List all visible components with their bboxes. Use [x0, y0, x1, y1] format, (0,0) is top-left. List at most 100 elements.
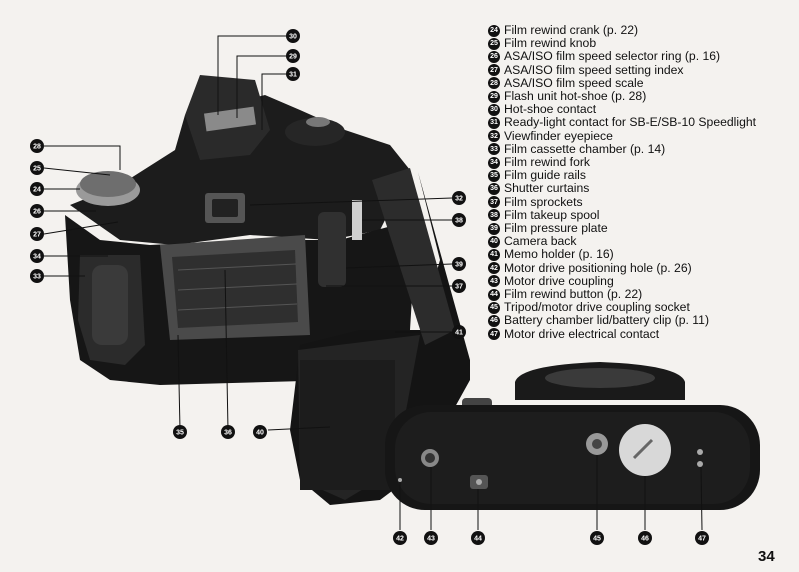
legend-number: 38 — [488, 209, 500, 222]
svg-text:44: 44 — [474, 536, 482, 543]
legend-label: Motor drive positioning hole (p. 26) — [504, 260, 692, 275]
legend-label: Memo holder (p. 16) — [504, 247, 614, 262]
legend-item: 37 Film sprockets — [488, 194, 756, 209]
legend-item: 46 Battery chamber lid/battery clip (p. 1… — [488, 314, 756, 327]
legend-label: Film rewind button (p. 22) — [504, 287, 643, 302]
legend-label: Film rewind fork — [504, 155, 591, 170]
svg-text:24: 24 — [33, 187, 41, 194]
callout-40: 40 — [253, 425, 267, 439]
legend-label: Film cassette chamber (p. 14) — [504, 141, 666, 156]
legend-label: Film pressure plate — [504, 221, 608, 236]
callout-42: 42 — [393, 531, 407, 545]
legend-number: 43 — [488, 275, 500, 288]
legend-item: 33 Film cassette chamber (p. 14) — [488, 141, 756, 156]
svg-text:38: 38 — [455, 218, 463, 225]
callout-39: 39 — [452, 257, 466, 271]
legend-label: Viewfinder eyepiece — [504, 128, 613, 143]
callout-26: 26 — [30, 204, 44, 218]
callout-24: 24 — [30, 182, 44, 196]
svg-text:26: 26 — [33, 209, 41, 216]
svg-text:40: 40 — [256, 430, 264, 437]
svg-text:41: 41 — [455, 330, 463, 337]
callout-46: 46 — [638, 531, 652, 545]
legend-number: 26 — [488, 51, 500, 63]
legend-item: 34 Film rewind fork — [488, 155, 756, 170]
legend-item: 35 Film guide rails — [488, 169, 756, 182]
legend-number: 29 — [488, 90, 500, 103]
svg-text:27: 27 — [33, 232, 41, 239]
legend-number: 47 — [488, 328, 500, 341]
svg-text:47: 47 — [698, 536, 706, 543]
callout-45: 45 — [590, 531, 604, 545]
camera-bottom-view — [385, 362, 760, 510]
legend-label: Film guide rails — [504, 168, 586, 183]
bottom-view-leader-lines — [399, 455, 703, 531]
legend-number: 36 — [488, 183, 500, 196]
back-view-callouts: 30 29 31 28 25 24 26 27 34 33 32 38 39 3… — [30, 29, 466, 439]
legend-number: 44 — [488, 288, 500, 301]
callout-35: 35 — [173, 425, 187, 439]
callout-28: 28 — [30, 139, 44, 153]
legend-label: ASA/ISO film speed selector ring (p. 16) — [504, 49, 721, 64]
back-view-leader-lines — [43, 35, 453, 431]
legend-label: Film rewind crank (p. 22) — [504, 23, 639, 37]
callout-29: 29 — [286, 49, 300, 63]
svg-text:45: 45 — [593, 536, 601, 543]
callout-27: 27 — [30, 227, 44, 241]
legend-number: 39 — [488, 222, 500, 235]
svg-text:42: 42 — [396, 536, 404, 543]
legend-label: Film takeup spool — [504, 207, 600, 222]
svg-text:30: 30 — [289, 34, 297, 41]
callout-44: 44 — [471, 531, 485, 545]
legend-item: 39 Film pressure plate — [488, 221, 756, 236]
legend-label: Film sprockets — [504, 194, 583, 209]
legend-number: 37 — [488, 196, 500, 209]
svg-text:36: 36 — [224, 430, 232, 437]
legend-item: 44 Film rewind button (p. 22) — [488, 287, 756, 302]
legend-item: 38 Film takeup spool — [488, 207, 756, 222]
svg-text:32: 32 — [455, 196, 463, 203]
legend-item: 36 Shutter curtains — [488, 182, 756, 195]
legend-number: 30 — [488, 103, 500, 116]
svg-text:35: 35 — [176, 430, 184, 437]
legend-number: 24 — [488, 24, 500, 37]
svg-text:46: 46 — [641, 536, 649, 543]
callout-31: 31 — [286, 67, 300, 81]
svg-text:39: 39 — [455, 262, 463, 269]
callout-30: 30 — [286, 29, 300, 43]
legend-label: Shutter curtains — [504, 181, 590, 196]
callout-32: 32 — [452, 191, 466, 205]
legend-label: ASA/ISO film speed setting index — [504, 62, 684, 77]
callout-25: 25 — [30, 161, 44, 175]
legend-number: 46 — [488, 315, 500, 328]
legend-label: Camera back — [504, 234, 577, 249]
svg-text:31: 31 — [289, 72, 297, 79]
camera-back-view — [65, 75, 470, 505]
callout-47: 47 — [695, 531, 709, 545]
callout-43: 43 — [424, 531, 438, 545]
legend-item: 24 Film rewind crank (p. 22) — [488, 23, 756, 37]
svg-text:33: 33 — [33, 274, 41, 281]
legend-number: 33 — [488, 143, 500, 156]
svg-text:34: 34 — [33, 254, 41, 261]
legend-number: 25 — [488, 37, 500, 50]
callout-33: 33 — [30, 269, 44, 283]
legend-item: 26 ASA/ISO film speed selector ring (p. 1… — [488, 50, 756, 63]
legend-label: Battery chamber lid/battery clip (p. 11) — [504, 313, 710, 328]
legend-number: 40 — [488, 235, 500, 248]
legend-number: 34 — [488, 156, 500, 169]
svg-text:25: 25 — [33, 166, 41, 173]
legend-number: 35 — [488, 169, 500, 182]
